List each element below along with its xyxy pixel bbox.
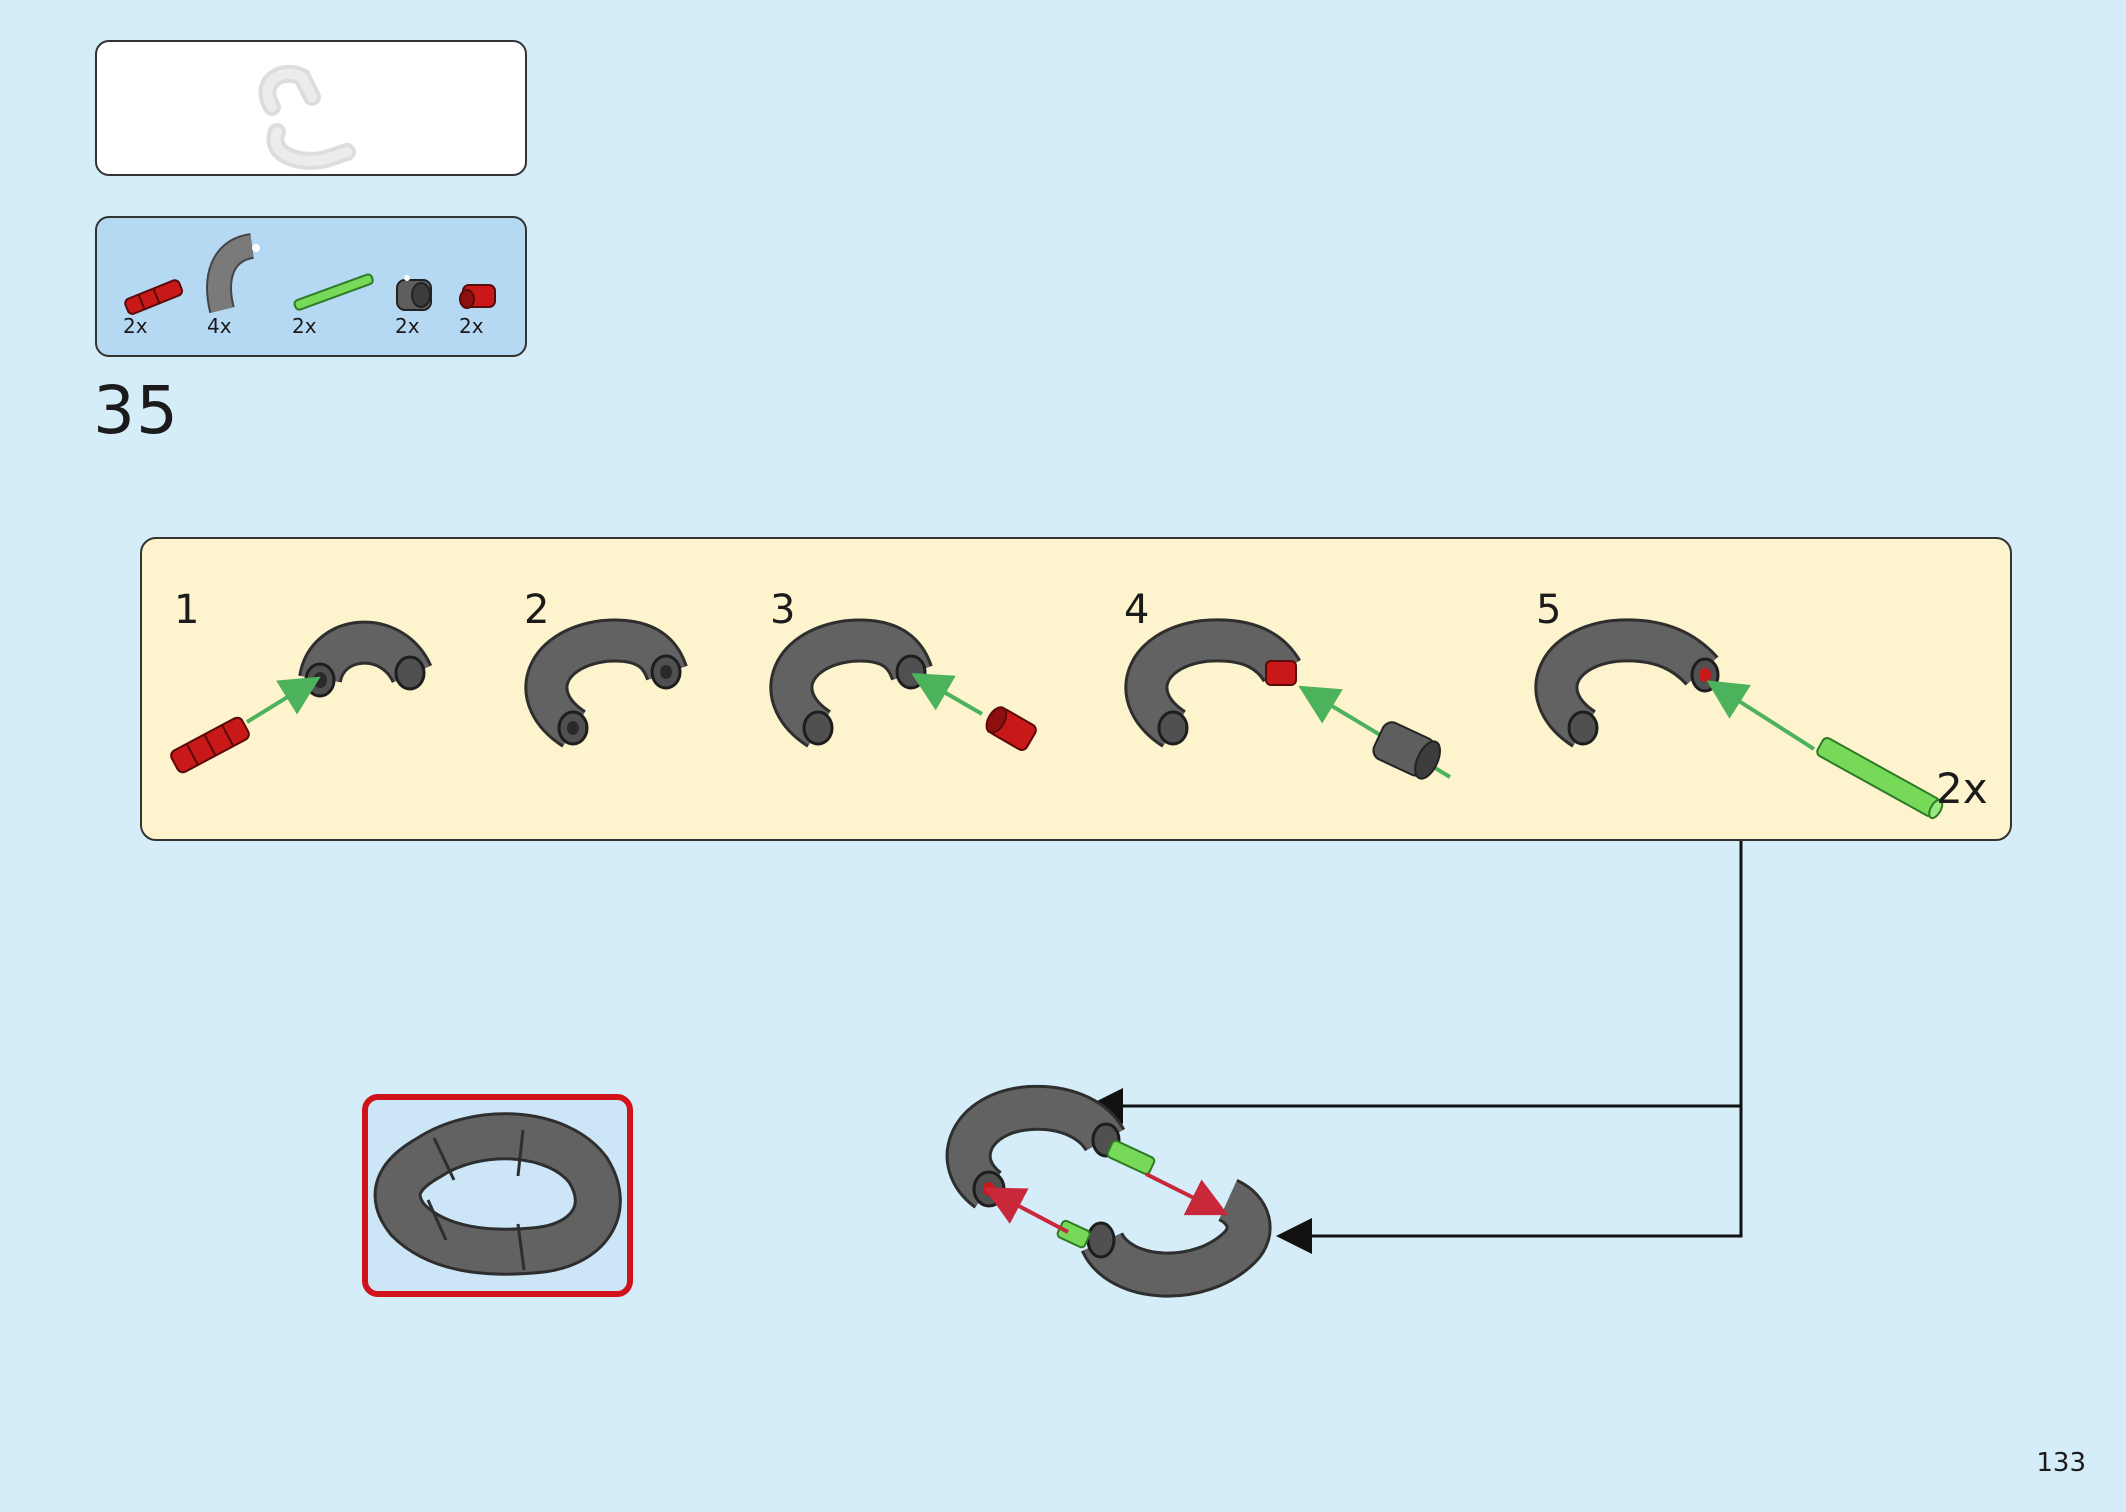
sub-step-number-3: 3 xyxy=(770,587,796,633)
green-axle-icon xyxy=(293,273,374,311)
parts-qty-1: 2x xyxy=(123,314,148,338)
assembly-illustration xyxy=(945,1084,1272,1298)
sub-step-number-1: 1 xyxy=(174,587,200,633)
sub-step-5-image xyxy=(1534,618,1944,820)
sub-assembly-panel: 1 2 3 4 5 xyxy=(140,537,2012,841)
parts-qty-5: 2x xyxy=(459,314,484,338)
sub-step-2-image xyxy=(524,618,688,748)
result-loop-image xyxy=(373,1112,622,1276)
sub-assembly-multiplier: 2x xyxy=(1936,764,1988,813)
sub-step-illustrations xyxy=(170,618,1944,820)
parts-qty-3: 2x xyxy=(292,314,317,338)
result-highlight-box xyxy=(362,1094,633,1297)
step-number: 35 xyxy=(93,372,179,449)
model-preview-image xyxy=(258,64,356,170)
sub-step-number-5: 5 xyxy=(1536,587,1562,633)
bush-icon xyxy=(396,275,432,311)
parts-list-box: 2x 4x 2x 2x 2x xyxy=(95,216,527,357)
curved-tube-icon xyxy=(206,233,260,314)
parts-qty-2: 4x xyxy=(207,314,232,338)
red-axle-pin-icon xyxy=(124,279,184,315)
sub-step-4-image xyxy=(1124,618,1452,780)
page-number: 133 xyxy=(2036,1448,2086,1478)
parts-qty-4: 2x xyxy=(395,314,420,338)
sub-step-1-image xyxy=(170,620,433,774)
red-pin-icon xyxy=(459,284,496,309)
sub-step-number-2: 2 xyxy=(524,587,550,633)
sub-step-number-4: 4 xyxy=(1124,587,1150,633)
model-preview-box xyxy=(95,40,527,176)
sub-step-3-image xyxy=(769,618,1037,751)
